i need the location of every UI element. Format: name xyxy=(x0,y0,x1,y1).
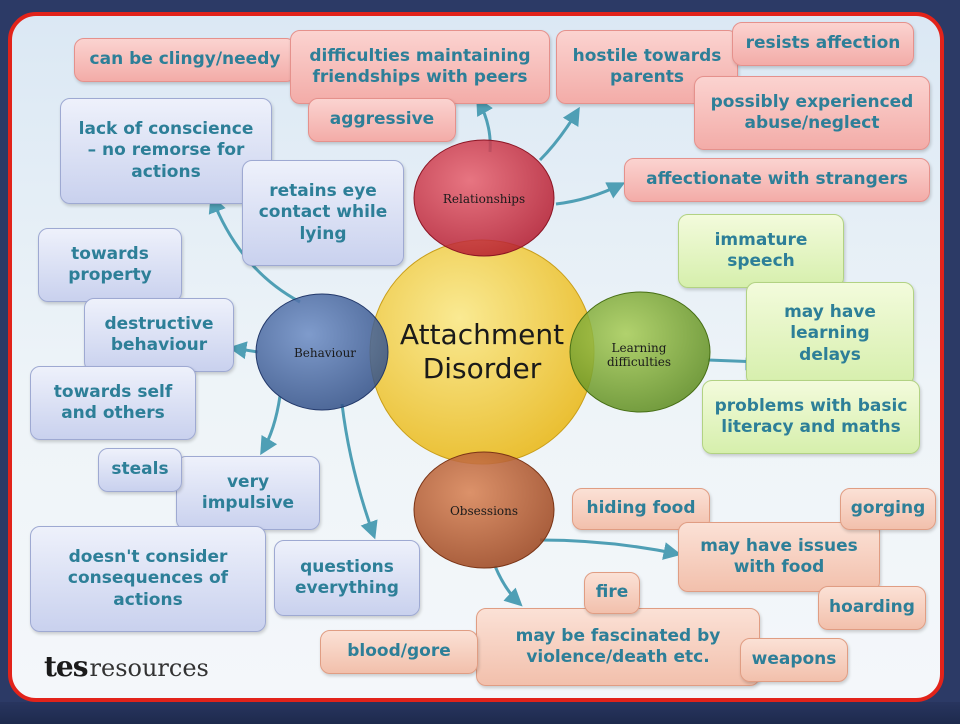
box-fire-text: fire xyxy=(595,582,629,603)
arrow-to-impulsive xyxy=(260,395,282,456)
box-clingy-text: can be clingy/needy xyxy=(89,49,281,70)
box-weapons: weapons xyxy=(740,638,848,682)
box-eye-line3: lying xyxy=(299,223,347,244)
center-line1: Attachment xyxy=(399,318,565,352)
box-consequences-line1: doesn't consider xyxy=(68,547,228,568)
box-issues-line2: with food xyxy=(733,557,825,577)
box-abuse: possibly experienced abuse/neglect xyxy=(694,76,930,150)
box-friendships-line2: friendships with peers xyxy=(312,67,528,87)
box-friendships-line1: difficulties maintaining xyxy=(309,45,531,66)
box-speech-line1: immature xyxy=(714,229,808,250)
box-abuse-line1: possibly experienced xyxy=(710,91,914,112)
box-fire: fire xyxy=(584,572,640,614)
box-impulsive-line2: impulsive xyxy=(201,493,295,513)
box-property-line1: towards xyxy=(71,243,149,264)
box-abuse-line2: abuse/neglect xyxy=(744,113,880,133)
box-literacy-line1: problems with basic xyxy=(714,395,908,416)
arrow-to-strangers xyxy=(555,182,626,206)
box-resists: resists affection xyxy=(732,22,914,66)
box-violence-line2: violence/death etc. xyxy=(526,647,710,667)
box-destructive-line1: destructive xyxy=(104,313,214,334)
tes-resources-logo: tes resources xyxy=(44,650,209,683)
box-consequences: doesn't consider consequences of actions xyxy=(30,526,266,632)
box-self-line2: and others xyxy=(61,403,165,423)
box-aggressive-text: aggressive xyxy=(329,109,435,130)
box-strangers: affectionate with strangers xyxy=(624,158,930,202)
box-literacy: problems with basic literacy and maths xyxy=(702,380,920,454)
box-hostile: hostile towards parents xyxy=(556,30,738,104)
box-hiding-text: hiding food xyxy=(586,498,696,519)
box-hoarding: hoarding xyxy=(818,586,926,630)
box-hostile-line2: parents xyxy=(610,67,684,87)
box-consequences-line3: actions xyxy=(113,589,183,610)
center-line2: Disorder xyxy=(422,352,542,385)
box-gorging: gorging xyxy=(840,488,936,530)
arrow-to-violence xyxy=(493,565,523,607)
box-conscience-line1: lack of conscience xyxy=(78,119,254,140)
box-steals: steals xyxy=(98,448,182,492)
box-immature-speech: immature speech xyxy=(678,214,844,288)
box-conscience: lack of conscience – no remorse for acti… xyxy=(60,98,272,204)
box-issues-line1: may have issues xyxy=(700,535,858,556)
box-delays-line3: delays xyxy=(799,344,861,365)
obsessions-label: Obsessions xyxy=(449,504,519,518)
box-resists-text: resists affection xyxy=(745,33,901,54)
box-questions: questions everything xyxy=(274,540,420,616)
box-delays-line1: may have xyxy=(784,302,876,323)
box-clingy: can be clingy/needy xyxy=(74,38,296,82)
arrow-to-food-issues xyxy=(539,538,682,560)
box-violence-line1: may be fascinated by xyxy=(515,625,721,646)
box-destructive: destructive behaviour xyxy=(84,298,234,372)
box-delays-line2: learning xyxy=(790,323,870,344)
box-property-line2: property xyxy=(68,265,152,285)
learning-label: Learning difficulties xyxy=(584,338,694,372)
box-steals-text: steals xyxy=(111,459,169,480)
box-towards-self: towards self and others xyxy=(30,366,196,440)
box-hoarding-text: hoarding xyxy=(829,597,915,618)
learning-label-line2: difficulties xyxy=(606,355,672,369)
behaviour-circle xyxy=(255,293,389,411)
center-label: Attachment Disorder xyxy=(392,310,572,394)
box-blood-text: blood/gore xyxy=(347,641,451,662)
box-eye-line2: contact while xyxy=(258,202,388,223)
box-aggressive: aggressive xyxy=(308,98,456,142)
box-strangers-text: affectionate with strangers xyxy=(646,169,908,190)
box-food-issues: may have issues with food xyxy=(678,522,880,592)
box-learning-delays: may have learning delays xyxy=(746,282,914,386)
behaviour-label: Behaviour xyxy=(293,346,357,360)
arrow-to-questions xyxy=(340,403,378,540)
arrow-to-hostile xyxy=(538,106,580,162)
box-gorging-text: gorging xyxy=(850,498,926,519)
box-questions-line2: everything xyxy=(295,578,399,598)
box-speech-line2: speech xyxy=(727,251,795,271)
box-impulsive-line1: very xyxy=(226,471,270,492)
obsessions-circle xyxy=(413,451,555,569)
box-violence: may be fascinated by violence/death etc. xyxy=(476,608,760,686)
box-consequences-line2: consequences of xyxy=(67,568,229,589)
box-conscience-line2: – no remorse for xyxy=(87,140,245,161)
box-literacy-line2: literacy and maths xyxy=(721,417,901,437)
box-blood: blood/gore xyxy=(320,630,478,674)
box-weapons-text: weapons xyxy=(751,649,837,670)
box-eye-contact: retains eye contact while lying xyxy=(242,160,404,266)
box-hostile-line1: hostile towards xyxy=(572,45,722,66)
bottom-bar xyxy=(0,702,960,724)
learning-label-line1: Learning xyxy=(611,340,667,355)
box-questions-line1: questions xyxy=(300,556,394,577)
box-eye-line1: retains eye xyxy=(269,181,377,202)
box-hiding-food: hiding food xyxy=(572,488,710,530)
logo-tes-text: tes xyxy=(44,650,89,683)
learning-circle xyxy=(569,291,711,413)
relationships-circle xyxy=(413,139,555,257)
box-conscience-line3: actions xyxy=(131,161,201,182)
relationships-label: Relationships xyxy=(442,192,526,206)
box-destructive-line2: behaviour xyxy=(110,335,208,355)
box-friendships: difficulties maintaining friendships wit… xyxy=(290,30,550,104)
box-impulsive: very impulsive xyxy=(176,456,320,530)
logo-resources-text: resources xyxy=(89,654,209,682)
box-property: towards property xyxy=(38,228,182,302)
arrow-to-destructive xyxy=(228,341,259,360)
box-self-line1: towards self xyxy=(53,381,173,402)
